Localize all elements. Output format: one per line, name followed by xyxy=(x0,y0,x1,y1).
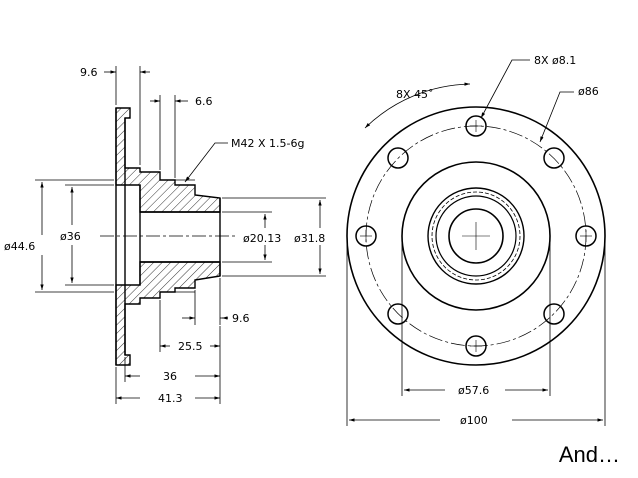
front-view xyxy=(346,106,606,366)
dim-angle: 8X 45˚ xyxy=(396,88,434,101)
dim-thread: M42 X 1.5-6g xyxy=(231,137,304,150)
thread-inner-circle xyxy=(435,195,517,277)
dim-pitch-inner: ø57.6 xyxy=(458,384,489,397)
section-hatch-upper xyxy=(115,107,221,213)
hub-circle xyxy=(401,161,551,311)
bore-circle xyxy=(448,208,504,264)
bolt-holes xyxy=(355,115,597,357)
dim-outer-dia: ø100 xyxy=(460,414,488,427)
dim-hub-dia: ø31.8 xyxy=(294,232,325,245)
dim-holes: 8X ø8.1 xyxy=(534,54,576,67)
section-hatch-lower xyxy=(115,261,221,366)
outer-flange-circle xyxy=(346,106,606,366)
caption-text: And… xyxy=(558,442,620,467)
thread-outer-circle xyxy=(427,187,525,285)
side-view xyxy=(100,107,235,366)
thread-hidden-circle xyxy=(431,191,521,281)
dim-bore-dia: ø36 xyxy=(60,230,81,243)
front-dimension-lines xyxy=(346,59,606,426)
dim-groove-bottom: 9.6 xyxy=(232,312,250,325)
dim-groove-width: 6.6 xyxy=(195,95,213,108)
dim-flange-od: ø44.6 xyxy=(4,240,35,253)
dim-bolt-circle: ø86 xyxy=(578,85,599,98)
dim-length-a: 25.5 xyxy=(178,340,203,353)
side-dimension-lines xyxy=(35,66,326,404)
dim-length-b: 36 xyxy=(163,370,177,383)
dim-flange-thickness: 9.6 xyxy=(80,66,98,79)
dim-inner-dia: ø20.13 xyxy=(243,232,281,245)
dim-length-c: 41.3 xyxy=(158,392,183,405)
